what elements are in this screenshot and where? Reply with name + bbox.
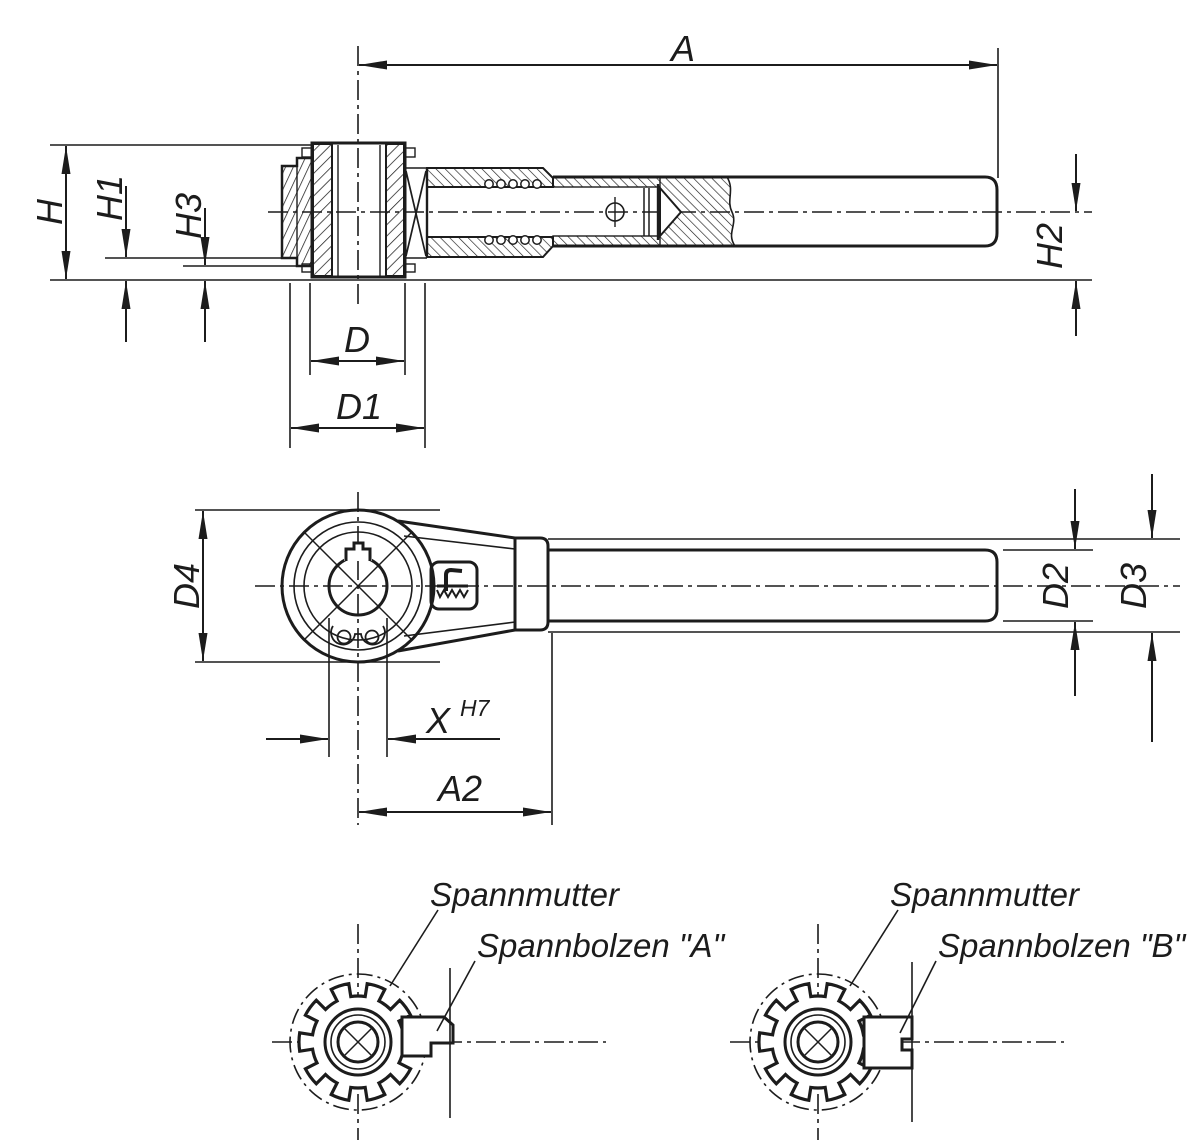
dimension-lines-view2 bbox=[198, 474, 1157, 817]
drill-cone bbox=[659, 185, 683, 239]
detail-spannbolzen-a: Spannmutter Spannbolzen "A" bbox=[272, 876, 726, 1140]
radial-lines bbox=[303, 531, 413, 641]
label-spannmutter-right: Spannmutter bbox=[890, 876, 1081, 913]
dimension-labels-view2: D4 X H7 A2 D2 D3 bbox=[166, 563, 1154, 809]
callout-labels-a: Spannmutter Spannbolzen "A" bbox=[430, 876, 726, 964]
sleeve-section bbox=[426, 167, 554, 258]
handle-plan bbox=[548, 548, 999, 623]
dim-label-d: D bbox=[344, 319, 370, 360]
label-spannbolzen-b: Spannbolzen "B" bbox=[938, 927, 1187, 964]
label-spannbolzen-a: Spannbolzen "A" bbox=[477, 927, 726, 964]
dim-label-x-tolerance: H7 bbox=[460, 695, 491, 721]
spannbolzen-a-profile bbox=[400, 1015, 455, 1058]
dim-label-a: A bbox=[669, 28, 695, 69]
dim-label-h: H bbox=[29, 198, 70, 225]
leader-lines-b bbox=[849, 909, 937, 1034]
dim-label-h1: H1 bbox=[89, 175, 130, 221]
reference-lines-view2 bbox=[195, 509, 1180, 825]
kipp-logo bbox=[429, 560, 479, 611]
dim-label-d1: D1 bbox=[336, 386, 382, 427]
callout-labels-b: Spannmutter Spannbolzen "B" bbox=[890, 876, 1187, 964]
dim-label-h3: H3 bbox=[168, 193, 209, 239]
lever-head-section bbox=[301, 141, 416, 279]
handle-section bbox=[552, 175, 999, 248]
plan-view: D4 X H7 A2 D2 D3 bbox=[166, 474, 1180, 825]
leader-lines-a bbox=[389, 909, 476, 1032]
broken-out-section bbox=[660, 177, 735, 246]
centerlines-view2 bbox=[255, 492, 1180, 825]
label-spannmutter-left: Spannmutter bbox=[430, 876, 621, 913]
neck-flange bbox=[513, 536, 550, 632]
bore-cross-right bbox=[803, 1027, 833, 1057]
dim-label-d2: D2 bbox=[1035, 563, 1076, 609]
reference-lines bbox=[50, 48, 1092, 448]
dim-label-d4: D4 bbox=[166, 563, 207, 609]
dim-label-a2: A2 bbox=[436, 768, 482, 809]
dimension-lines-view1 bbox=[61, 60, 1081, 433]
collar-cross-section bbox=[405, 167, 429, 259]
dim-label-d3: D3 bbox=[1113, 563, 1154, 609]
detail-spannbolzen-b: Spannmutter Spannbolzen "B" bbox=[730, 876, 1187, 1140]
keyed-bore bbox=[327, 541, 389, 617]
bore-cross-left bbox=[343, 1027, 373, 1057]
plan-head bbox=[280, 508, 550, 664]
spring-coils bbox=[484, 179, 542, 245]
detent-holes bbox=[330, 625, 386, 646]
dim-label-x: X bbox=[425, 700, 452, 741]
side-section-view: A H H1 H3 H2 D D1 bbox=[29, 28, 1092, 448]
dim-label-h2: H2 bbox=[1029, 223, 1070, 269]
dimension-labels-view1: A H H1 H3 H2 D D1 bbox=[29, 28, 1070, 427]
clamping-nut-section bbox=[280, 156, 314, 268]
